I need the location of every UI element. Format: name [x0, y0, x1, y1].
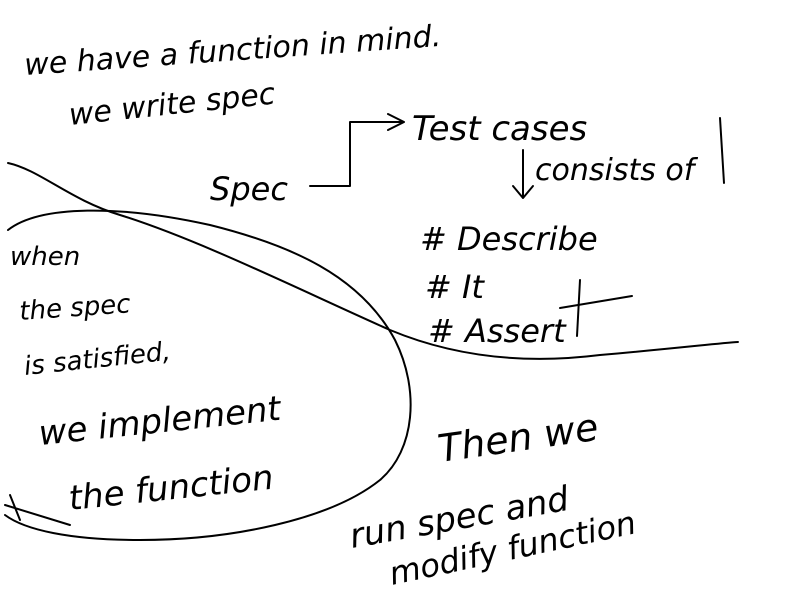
note-write-spec: we write spec [67, 76, 277, 133]
note-have-function: we have a function in mind. [23, 19, 442, 83]
assert-vertical-stroke [576, 279, 581, 337]
spec-arrow-head [387, 113, 405, 131]
assert-stroke [559, 295, 633, 309]
consists-arrow-head [512, 185, 534, 199]
spec-arrow [309, 121, 403, 187]
note-then-we: Then we [435, 405, 601, 471]
note-describe: # Describe [420, 220, 598, 258]
consists-bracket [719, 117, 725, 184]
implementation-loop [4, 209, 412, 541]
note-spec: Spec [210, 170, 288, 208]
note-when: when [10, 242, 80, 272]
note-the-function: the function [67, 458, 276, 519]
note-assert: # Assert [428, 312, 567, 350]
upper-divider-curve [7, 162, 739, 360]
note-the-spec: the spec [18, 289, 131, 327]
note-it: # It [425, 268, 485, 306]
note-test-cases: Test cases [412, 109, 587, 149]
note-we-implement: we implement [37, 389, 284, 454]
note-is-satisfied: is satisfied, [23, 337, 172, 382]
note-consists-of: consists of [535, 153, 699, 188]
strike-mark [4, 494, 71, 526]
